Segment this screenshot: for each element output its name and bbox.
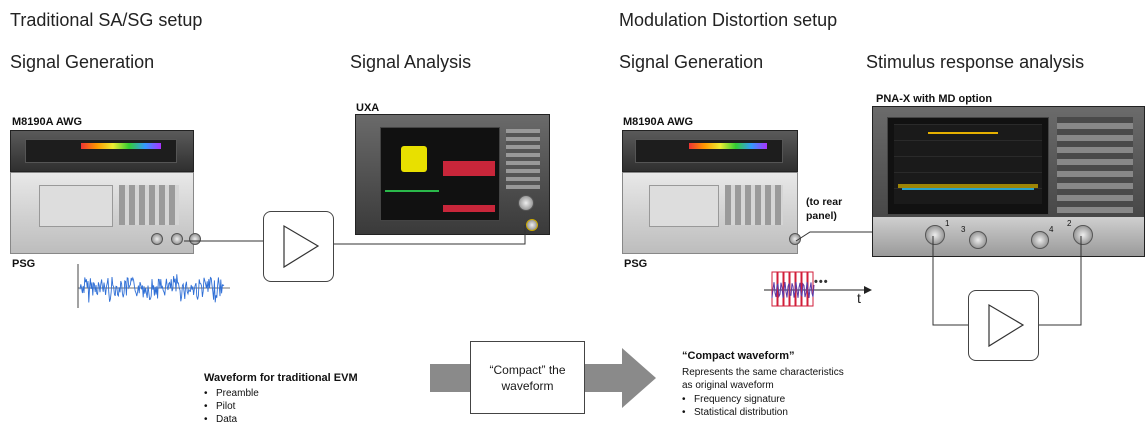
uxa-label: UXA (356, 102, 380, 114)
uxa-screen (380, 127, 500, 221)
port-label-3: 3 (961, 225, 966, 234)
right-psg-rf-out-connector (789, 233, 801, 245)
port-label-4: 4 (1049, 225, 1054, 234)
compact-desc-line2: as original waveform (682, 380, 774, 391)
compact-title: “Compact waveform” (682, 350, 795, 362)
uxa-instrument (355, 114, 550, 235)
evm-item-preamble: Preamble (204, 387, 259, 400)
right-section-title: Modulation Distortion setup (619, 10, 838, 30)
left-gen-heading: Signal Generation (10, 52, 155, 72)
left-analysis-heading: Signal Analysis (350, 52, 472, 72)
left-psg-label: PSG (12, 258, 36, 270)
psg-rf-out-connector (189, 233, 201, 245)
right-psg-label: PSG (624, 258, 648, 270)
evm-title: Waveform for traditional EVM (204, 372, 358, 384)
pna-label: PNA-X with MD option (876, 93, 993, 105)
rear-panel-label-line1: (to rear (806, 196, 843, 208)
pna-screen (887, 117, 1049, 215)
left-awg-instrument (10, 130, 194, 172)
left-psg-instrument (10, 172, 201, 254)
pna-port-3-connector (969, 231, 987, 249)
compact-waveform-graphic (764, 271, 872, 307)
pna-port-2-connector (1073, 225, 1093, 245)
left-amplifier-box (263, 211, 334, 282)
compact-item-statistical: Statistical distribution (682, 406, 788, 419)
pna-x-instrument: 1 3 4 2 (872, 106, 1145, 257)
pna-port-4-connector (1031, 231, 1049, 249)
left-noise-waveform (77, 264, 230, 308)
right-amplifier-box (968, 290, 1039, 361)
right-gen-heading: Signal Generation (619, 52, 764, 72)
compact-ellipsis: ••• (814, 276, 829, 288)
compact-desc-line1: Represents the same characteristics (682, 367, 844, 378)
right-response-heading: Stimulus response analysis (866, 52, 1085, 72)
pna-port-1-connector (925, 225, 945, 245)
port-label-1: 1 (945, 219, 950, 228)
port-label-2: 2 (1067, 219, 1072, 228)
time-axis-label: t (857, 290, 861, 306)
rear-panel-label-line2: panel) (806, 210, 837, 222)
compact-list: Frequency signature Statistical distribu… (682, 393, 788, 419)
amplifier-triangle-icon (283, 224, 320, 269)
compact-item-frequency: Frequency signature (682, 393, 788, 406)
left-awg-label: M8190A AWG (12, 116, 83, 128)
evm-item-pilot: Pilot (204, 400, 259, 413)
amplifier-triangle-icon (988, 303, 1025, 348)
compact-waveform-box: “Compact” the waveform (470, 341, 585, 414)
compact-signal-trace (771, 281, 815, 299)
right-awg-label: M8190A AWG (623, 116, 694, 128)
compact-bar (801, 271, 808, 307)
right-awg-instrument (622, 130, 798, 172)
uxa-input-connector (526, 219, 538, 231)
left-section-title: Traditional SA/SG setup (10, 10, 203, 30)
evm-list: Preamble Pilot Data (204, 387, 259, 426)
right-psg-instrument (622, 172, 801, 254)
evm-item-data: Data (204, 413, 259, 426)
